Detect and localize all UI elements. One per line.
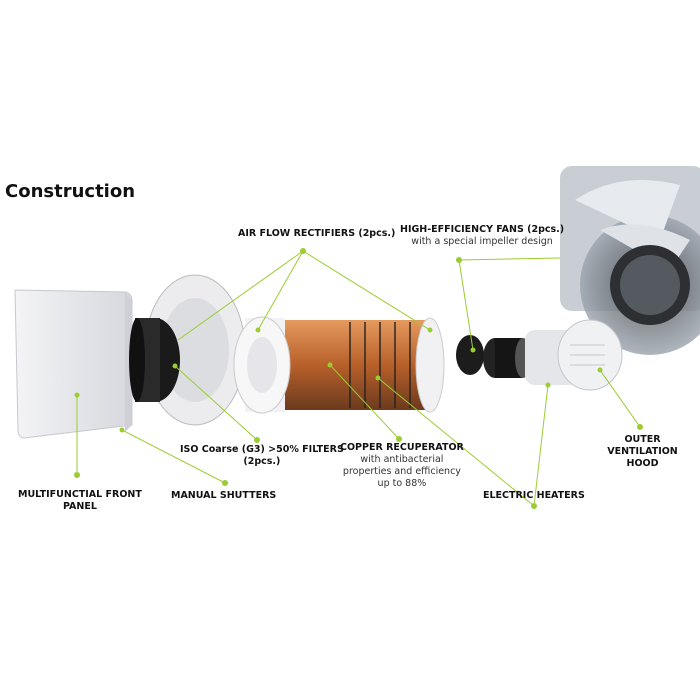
leader-dots <box>74 248 643 509</box>
fans <box>456 335 531 378</box>
label-title: ELECTRIC HEATERS <box>483 490 585 501</box>
label-title-2: (2pcs.) <box>243 456 281 467</box>
label-title: MANUAL SHUTTERS <box>171 490 277 501</box>
label-sub-3: up to 88% <box>377 478 427 489</box>
leader-lines <box>76 250 641 507</box>
label-fans: HIGH-EFFICIENCY FANS (2pcs.)with a speci… <box>400 224 564 248</box>
label-title-3: HOOD <box>626 458 659 469</box>
label-title-1: MULTIFUNCTIAL FRONT <box>18 489 142 500</box>
label-title: AIR FLOW RECTIFIERS (2pcs.) <box>238 228 396 239</box>
label-sub-2: properties and efficiency <box>342 466 461 477</box>
label-title-1: OUTER <box>624 434 661 445</box>
label-title: COPPER RECUPERATOR <box>340 442 464 453</box>
label-title-2: PANEL <box>62 501 97 512</box>
label-electric-heaters: ELECTRIC HEATERS <box>483 490 585 502</box>
outer-hood <box>525 319 623 391</box>
label-sub: with a special impeller design <box>411 236 553 247</box>
recuperator-cylinder <box>233 316 445 414</box>
front-panel <box>14 289 133 439</box>
label-air-flow-rectifiers: AIR FLOW RECTIFIERS (2pcs.) <box>238 228 395 240</box>
label-title: ISO Coarse (G3) >50% FILTERS <box>180 444 344 455</box>
label-sub-1: with antibacterial <box>360 454 444 465</box>
filter-ring <box>129 274 246 426</box>
label-title: HIGH-EFFICIENCY FANS (2pcs.) <box>400 224 565 235</box>
fan-closeup-inset <box>560 166 700 355</box>
page-title: Construction <box>5 181 136 202</box>
label-filters: ISO Coarse (G3) >50% FILTERS(2pcs.) <box>180 444 344 468</box>
label-manual-shutters: MANUAL SHUTTERS <box>171 490 276 502</box>
label-title-2: VENTILATION <box>607 446 678 457</box>
